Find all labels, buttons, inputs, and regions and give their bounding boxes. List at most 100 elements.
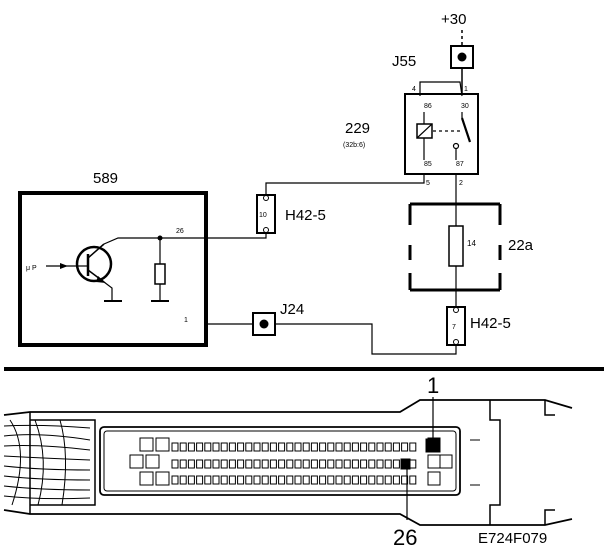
connector-pin [179,475,187,485]
connector-pin [269,459,277,469]
terminal-large [427,454,441,469]
connector-pin [171,475,179,485]
connector-pin [401,442,409,452]
connector-pin [228,442,236,452]
connector-bottom-label: H42-5 [470,315,511,332]
connector-pin [212,475,220,485]
connector-pin [351,459,359,469]
pin-array [129,437,453,486]
connector-pin [384,475,392,485]
connector-pin [253,442,261,452]
relay-pin-1: 1 [464,86,468,93]
connector-pin [376,459,384,469]
connector-pin [261,475,269,485]
connector-pin [319,475,327,485]
connector-pin [384,442,392,452]
connector-pin [286,475,294,485]
connector-pin [343,442,351,452]
connector-pin [409,459,417,469]
connector-pin [302,442,310,452]
connector-pin [212,459,220,469]
connector-pin [228,475,236,485]
connector-pin [261,442,269,452]
connector-pin [310,442,318,452]
connector-pin [204,459,212,469]
fuse-id: 22a [508,237,534,254]
terminal-large [155,437,170,452]
connector-bottom-pin: 7 [452,324,456,331]
connector-pin [327,475,335,485]
ecu-pin-26: 26 [176,228,184,235]
supply-terminal: +30 [441,11,474,96]
connector-pin [376,442,384,452]
relay-pin-4: 4 [412,86,416,93]
connector-pin [360,475,368,485]
connector-pin [327,442,335,452]
connector-pin [204,475,212,485]
connector-top-pin: 10 [259,212,267,219]
relay-subcode: (32b:6) [343,142,365,149]
connector-pin [269,475,277,485]
connector-pin [196,459,204,469]
connector-pin [409,475,417,485]
relay-pin-5: 5 [426,180,430,187]
ecu-pin-1: 1 [184,317,188,324]
relay-pin-87: 87 [456,161,464,168]
connector-pin [220,459,228,469]
figure-code: E724F079 [478,530,547,547]
connector-pin [343,475,351,485]
connector-pin [343,459,351,469]
connector-pin [245,475,253,485]
connector-pin [220,442,228,452]
connector-pin [319,459,327,469]
terminal-large [145,454,160,469]
terminal-large [155,471,170,486]
fuse-box: 14 22a [408,202,534,292]
connector-pin [204,442,212,452]
pin-callouts: 1 26 [393,373,439,550]
connector-pin [376,475,384,485]
connector-pin [245,442,253,452]
connector-pin [237,459,245,469]
connector-pin [294,459,302,469]
connector-pin [269,442,277,452]
connector-pin [286,459,294,469]
connector-pin [360,459,368,469]
connector-pin [310,459,318,469]
relay-pin-86: 86 [424,103,432,110]
connector-pin [392,442,400,452]
junction-j24: J24 [252,301,304,336]
connector-pin [220,475,228,485]
connector-pin [278,475,286,485]
connector-pin [237,442,245,452]
connector-pin [360,442,368,452]
connector-pin [351,475,359,485]
connector-bottom: 7 H42-5 [446,306,511,346]
ecu-id: 589 [93,170,118,187]
connector-pin [294,475,302,485]
relay-pin-30: 30 [461,103,469,110]
connector-pin [278,442,286,452]
connector-pin [409,442,417,452]
cable-bundle [3,419,91,506]
terminal-large [439,454,453,469]
connector-pin [212,442,220,452]
connector-pin [368,442,376,452]
relay-code: 229 [345,120,370,137]
relay-pin-2: 2 [459,180,463,187]
fuse-value: 14 [467,239,476,248]
connector-pin [261,459,269,469]
junction-label: J24 [280,301,304,318]
connector-pin [171,442,179,452]
connector-pin [171,459,179,469]
connector-pin [179,442,187,452]
relay-pin-85: 85 [424,161,432,168]
connector-pin [228,459,236,469]
connector-pin [302,475,310,485]
ecu-connector-housing [3,399,573,526]
connector-pin [278,459,286,469]
connector-pin [196,475,204,485]
connector-pin [187,475,195,485]
connector-pin [286,442,294,452]
